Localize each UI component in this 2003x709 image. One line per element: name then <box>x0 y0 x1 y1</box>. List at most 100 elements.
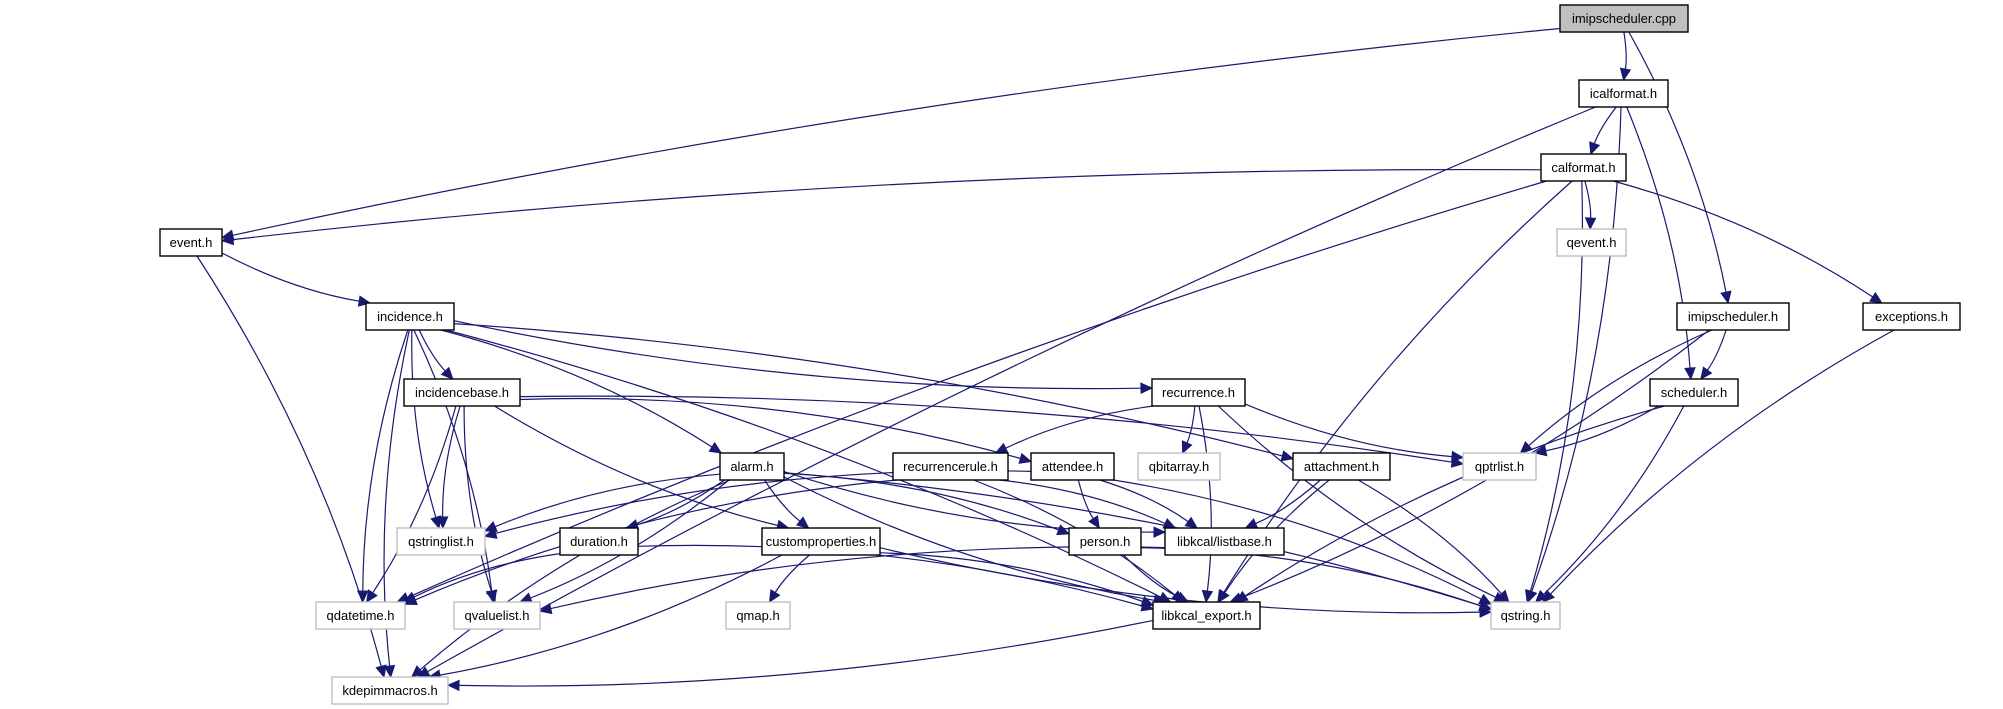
edge-imipscheduler_cpp-to-imipscheduler_h <box>1628 31 1727 293</box>
node-attendee-h[interactable]: attendee.h <box>1030 452 1115 481</box>
node-icalformat-h[interactable]: icalformat.h <box>1578 79 1669 108</box>
edge-scheduler_h-to-libkcal_export_h <box>1244 405 1665 597</box>
node-box <box>1030 452 1115 481</box>
node-qbitarray-h: qbitarray.h <box>1137 452 1221 481</box>
edge-alarm_h-to-customproperties_h <box>763 479 801 522</box>
arrowhead-icon <box>768 589 781 604</box>
arrowhead-icon <box>1534 589 1548 603</box>
node-box <box>761 527 881 556</box>
node-libkcal-export-h[interactable]: libkcal_export.h <box>1152 601 1261 630</box>
node-label: qdatetime.h <box>327 608 395 623</box>
edge-incidence_h-to-incidencebase_h <box>418 329 446 372</box>
node-label: qvaluelist.h <box>464 608 529 623</box>
node-box <box>403 378 521 407</box>
edge-alarm_h-to-kdepimmacros_h <box>419 479 731 671</box>
edge-attendee_h-to-person_h <box>1077 479 1094 520</box>
node-box <box>1862 302 1961 331</box>
node-box <box>1152 601 1261 630</box>
node-alarm-h[interactable]: alarm.h <box>719 452 785 481</box>
nodes-layer: imipscheduler.cpp icalformat.h calformat.h… <box>159 4 1961 705</box>
edge-imipscheduler_h-to-libkcal_export_h <box>1240 329 1710 599</box>
arrowhead-icon <box>1244 518 1259 529</box>
arrowhead-icon <box>440 366 454 380</box>
edge-incidence_h-to-qvaluelist_h <box>413 329 493 592</box>
node-imipscheduler-h[interactable]: imipscheduler.h <box>1676 302 1790 331</box>
arrowhead-icon <box>1478 600 1493 612</box>
node-label: event.h <box>170 235 213 250</box>
node-attachment-h[interactable]: attachment.h <box>1292 452 1391 481</box>
arrowhead-icon <box>483 527 498 539</box>
node-box <box>719 452 785 481</box>
node-label: person.h <box>1080 534 1131 549</box>
node-qstring-h: qstring.h <box>1490 601 1561 630</box>
node-calformat-h[interactable]: calformat.h <box>1540 153 1627 182</box>
node-listbase-h[interactable]: libkcal/listbase.h <box>1164 527 1285 556</box>
node-label: calformat.h <box>1551 160 1615 175</box>
arrowhead-icon <box>994 442 1009 454</box>
arrowhead-icon <box>365 589 378 604</box>
edge-listbase_h-to-qvaluelist_h <box>550 546 1166 610</box>
arrowhead-icon <box>1525 589 1537 604</box>
arrowhead-icon <box>538 602 553 615</box>
edge-calformat_h-to-qevent_h <box>1584 180 1592 219</box>
edge-calformat_h-to-qdatetime_h <box>407 180 1547 599</box>
edge-person_h-to-qstring_h <box>1140 547 1481 607</box>
node-event-h[interactable]: event.h <box>159 228 223 257</box>
node-scheduler-h[interactable]: scheduler.h <box>1649 378 1739 407</box>
node-recurrencerule-h[interactable]: recurrencerule.h <box>892 452 1009 481</box>
node-qptrlist-h: qptrlist.h <box>1462 452 1537 481</box>
edge-customproperties_h-to-kdepimmacros_h <box>439 554 783 676</box>
edge-attachment_h-to-listbase_h <box>1255 479 1321 525</box>
node-label: alarm.h <box>730 459 773 474</box>
node-label: qptrlist.h <box>1475 459 1524 474</box>
arrowhead-icon <box>1153 526 1167 538</box>
arrowhead-icon <box>1140 595 1155 607</box>
edge-imipscheduler_cpp-to-icalformat_h <box>1623 31 1627 70</box>
node-recurrence-h[interactable]: recurrence.h <box>1151 378 1246 407</box>
arrowhead-icon <box>1720 290 1732 305</box>
arrowhead-icon <box>1700 366 1713 380</box>
node-imipscheduler-cpp[interactable]: imipscheduler.cpp <box>1559 4 1689 33</box>
node-box <box>396 527 486 556</box>
edge-recurrence_h-to-qstring_h <box>1217 405 1497 598</box>
arrowhead-icon <box>1181 440 1193 455</box>
edge-attachment_h-to-qstring_h <box>1357 479 1502 595</box>
node-box <box>1292 452 1391 481</box>
node-box <box>315 601 406 630</box>
arrowhead-icon <box>485 589 497 604</box>
edge-incidencebase_h-to-qptrlist_h <box>519 395 1453 463</box>
edge-attendee_h-to-qstring_h <box>1113 479 1482 600</box>
edge-icalformat_h-to-calformat_h <box>1593 106 1617 144</box>
edge-scheduler_h-to-qstring_h <box>1543 405 1685 595</box>
arrowhead-icon <box>383 664 396 679</box>
node-box <box>1490 601 1561 630</box>
node-box <box>725 601 791 630</box>
edge-imipscheduler_cpp-to-event_h <box>232 27 1561 236</box>
node-box <box>159 228 223 257</box>
arrowhead-icon <box>708 441 723 454</box>
arrowhead-icon <box>1201 589 1214 604</box>
edge-customproperties_h-to-qmap_h <box>774 554 810 593</box>
node-exceptions-h[interactable]: exceptions.h <box>1862 302 1961 331</box>
node-label: qmap.h <box>736 608 779 623</box>
arrowhead-icon <box>1140 382 1154 394</box>
node-customproperties-h[interactable]: customproperties.h <box>761 527 881 556</box>
node-box <box>1137 452 1221 481</box>
node-label: icalformat.h <box>1590 86 1657 101</box>
edge-incidence_h-to-qstringlist_h <box>411 329 437 518</box>
edge-alarm_h-to-libkcal_export_h <box>783 476 1155 601</box>
node-person-h[interactable]: person.h <box>1068 527 1142 556</box>
arrowhead-icon <box>1584 217 1597 231</box>
node-duration-h[interactable]: duration.h <box>559 527 639 556</box>
arrowhead-icon <box>220 233 235 246</box>
arrowhead-icon <box>1451 450 1465 463</box>
edge-recurrence_h-to-libkcal_export_h <box>1198 405 1212 592</box>
node-incidence-h[interactable]: incidence.h <box>365 302 455 331</box>
edge-exceptions_h-to-qstring_h <box>1550 329 1895 595</box>
edge-alarm_h-to-qstringlist_h <box>494 473 721 528</box>
node-incidencebase-h[interactable]: incidencebase.h <box>403 378 521 407</box>
node-label: libkcal_export.h <box>1161 608 1251 623</box>
edge-recurrencerule_h-to-listbase_h <box>999 479 1166 525</box>
node-box <box>365 302 455 331</box>
